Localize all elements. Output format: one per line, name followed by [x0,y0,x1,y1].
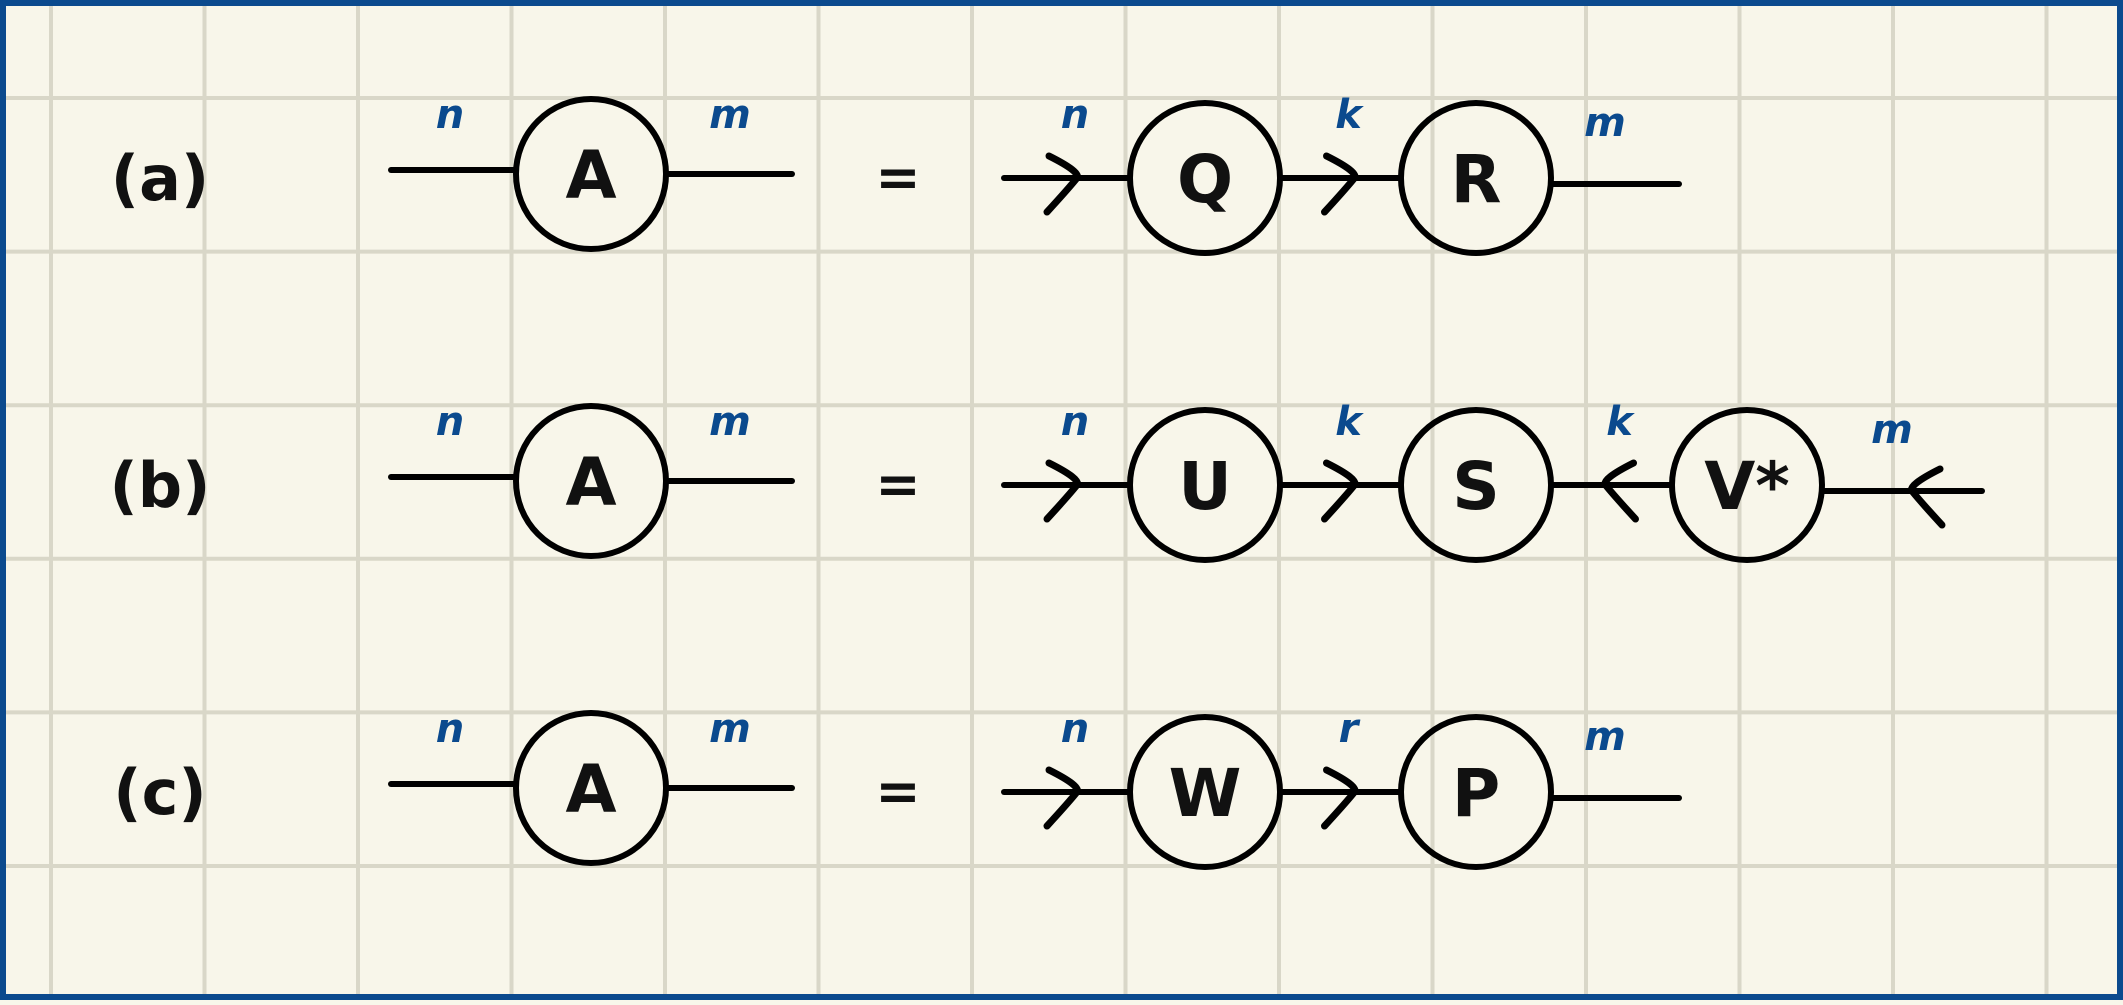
node-circle [513,96,669,252]
row-label: (c) [113,756,206,829]
node-label: V* [1704,448,1790,525]
dimension-label: m [1871,407,1913,453]
node-label: Q [1177,141,1233,218]
dimension-label: n [1061,399,1089,445]
dimension-label: k [1335,399,1364,445]
dimension-label: n [436,706,464,752]
row-label: (a) [111,142,210,215]
lhs-tensor: An m [388,399,795,559]
arrow-right-icon [1043,459,1081,523]
node-label: R [1451,141,1502,218]
dimension-label: n [1061,92,1089,138]
node-circle [513,403,669,559]
dimension-label: n [1061,706,1089,752]
node-label: U [1178,448,1232,525]
arrow-right-icon [1043,766,1081,830]
node-label: P [1452,755,1500,832]
dimension-label: m [1584,714,1626,760]
equals-sign: = [875,760,920,823]
node-label: A [565,751,616,828]
arrow-right-icon [1043,152,1081,216]
dimension-label: n [436,92,464,138]
dimension-label: m [709,706,751,752]
dimension-label: m [709,399,751,445]
dimension-label: m [1584,100,1626,146]
node-circle [1669,407,1825,563]
node-circle [1398,100,1554,256]
arrow-left-icon [1601,459,1639,523]
lhs-tensor: An m [388,706,795,866]
arrow-right-icon [1321,766,1359,830]
node-label: A [565,137,616,214]
equals-sign: = [875,146,920,209]
node-label: A [565,444,616,521]
node-circle [513,710,669,866]
arrow-right-icon [1321,152,1359,216]
dimension-label: n [436,399,464,445]
arrow-right-icon [1321,459,1359,523]
node-label: W [1169,755,1242,832]
lhs-tensor: An m [388,92,795,252]
row-label: (b) [109,449,210,522]
arrow-left-icon [1908,465,1946,529]
node-circle [1398,714,1554,870]
equals-sign: = [875,453,920,516]
dimension-label: k [1606,399,1635,445]
dimension-label: m [709,92,751,138]
dimension-label: k [1335,92,1364,138]
node-label: S [1452,448,1500,525]
dimension-label: r [1339,706,1361,752]
